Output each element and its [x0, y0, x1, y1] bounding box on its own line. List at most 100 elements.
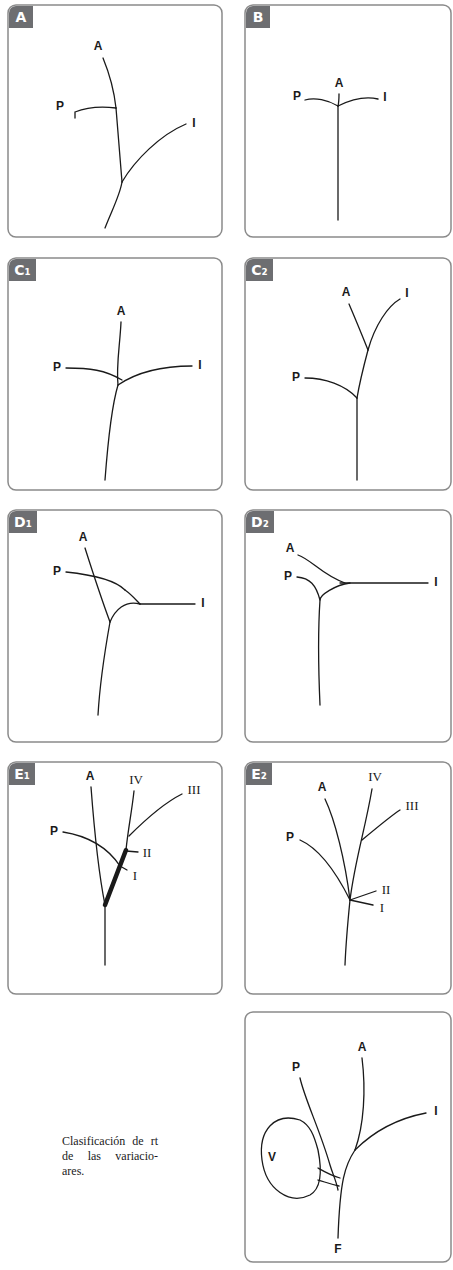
panel-letter: D₂: [251, 515, 269, 529]
duct-label: I: [132, 869, 138, 883]
panel-tab: E₂: [246, 763, 272, 785]
duct-label: P: [52, 565, 62, 578]
panel-letter: D₁: [14, 515, 32, 529]
left-duct: [340, 582, 428, 583]
left-duct: [140, 603, 195, 604]
duct-label: P: [283, 570, 293, 583]
duct-label: P: [285, 831, 295, 844]
common-duct: [338, 1150, 355, 1238]
posterior-duct: [75, 107, 116, 118]
panel-frame: [8, 5, 222, 237]
segment-duct: [126, 791, 134, 850]
anterior-duct: [103, 58, 116, 108]
duct-label: I: [200, 597, 205, 610]
left-duct: [368, 299, 400, 350]
duct-label: III: [405, 799, 420, 813]
segment-duct: [126, 851, 138, 852]
common-duct: [345, 900, 350, 965]
left-duct-bold: [105, 850, 126, 905]
anterior-duct: [355, 1058, 364, 1150]
panel-frame: [245, 510, 451, 742]
duct-loop: [125, 590, 140, 604]
figure-caption: Clasificación de rt de las variacio- are…: [62, 1134, 158, 1179]
cystic-duct: [318, 1168, 340, 1178]
duct-label: F: [333, 1243, 342, 1256]
panel-letter: C₁: [14, 263, 30, 277]
posterior-duct: [300, 1078, 338, 1190]
duct-label: I: [379, 901, 385, 915]
common-duct: [356, 398, 357, 480]
panel-frame: [245, 762, 451, 994]
panel-frame: [8, 258, 222, 490]
duct-label: III: [187, 783, 202, 797]
anterior-duct: [117, 322, 121, 385]
segment-duct: [350, 891, 376, 900]
duct-label: A: [357, 1041, 368, 1054]
panel-frames: [8, 5, 451, 1262]
posterior-duct: [297, 577, 320, 600]
gallbladder: [261, 1118, 320, 1198]
panel-letter: A: [16, 10, 27, 24]
shared-trunk: [357, 350, 368, 398]
duct-label: A: [341, 286, 352, 299]
duct-label: IV: [128, 773, 144, 787]
common-duct: [319, 583, 351, 705]
duct-label: P: [291, 1061, 301, 1074]
posterior-duct: [66, 572, 125, 590]
duct-label: P: [292, 90, 302, 103]
duct-label: I: [404, 287, 409, 300]
duct-label: I: [433, 1105, 438, 1118]
duct-label: A: [85, 770, 96, 783]
duct-label: A: [93, 40, 104, 53]
panel-frame: [8, 762, 222, 994]
duct-label: P: [49, 825, 59, 838]
duct-label: II: [381, 883, 392, 897]
posterior-duct: [66, 368, 122, 380]
segment-duct: [120, 866, 127, 870]
duct-label: A: [78, 531, 89, 544]
posterior-duct: [300, 840, 350, 900]
panel-tab: C₁: [9, 259, 36, 281]
posterior-duct: [305, 378, 357, 398]
posterior-duct: [305, 99, 338, 106]
panel-letter: E₂: [251, 767, 267, 781]
duct-label: P: [55, 100, 65, 113]
bile-ducts: [63, 58, 428, 1238]
duct-label: P: [291, 371, 301, 384]
duct-label: A: [285, 542, 296, 555]
common-duct: [105, 182, 122, 228]
duct-label: P: [52, 361, 62, 374]
duct-label: I: [433, 576, 438, 589]
panel-tab: E₁: [9, 763, 35, 785]
duct-label: V: [267, 1151, 277, 1164]
right-duct: [116, 108, 122, 182]
anterior-duct: [338, 94, 339, 106]
duct-label: I: [197, 359, 202, 372]
duct-label: II: [142, 846, 153, 860]
duct-label: I: [382, 91, 387, 104]
anterior-duct: [85, 548, 110, 622]
duct-label: A: [116, 305, 127, 318]
panel-tab: C₂: [246, 259, 273, 281]
duct-label: A: [317, 781, 328, 794]
left-duct: [118, 366, 192, 385]
panel-frame: [245, 1012, 451, 1262]
panel-tab: D₁: [9, 511, 37, 533]
common-duct: [104, 905, 105, 965]
panel-tab: B: [246, 6, 270, 28]
panel-frame: [245, 5, 451, 237]
duct-label: A: [334, 77, 345, 90]
duct-label: I: [191, 117, 196, 130]
panel-frame: [8, 510, 222, 742]
segment-duct: [129, 794, 182, 836]
common-duct: [98, 622, 110, 715]
duct-label: IV: [367, 770, 383, 784]
left-duct: [338, 98, 378, 106]
left-duct: [122, 124, 186, 182]
anterior-duct: [349, 304, 368, 350]
panel-letter: B: [253, 10, 264, 24]
segment-duct: [350, 789, 372, 900]
panel-tab: D₂: [246, 511, 274, 533]
